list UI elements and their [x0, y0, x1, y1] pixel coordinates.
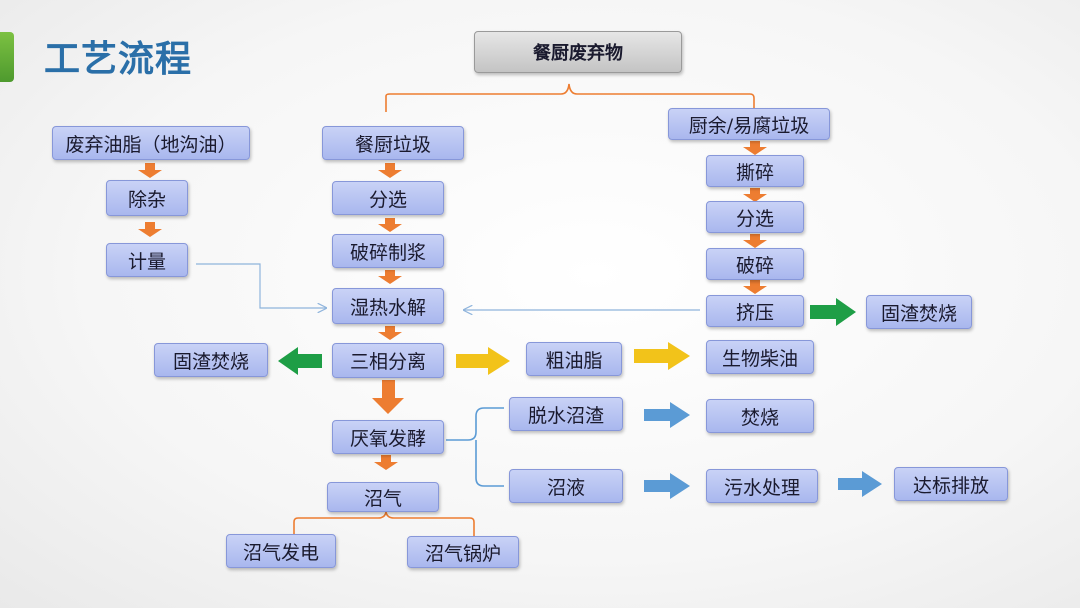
yellow-arrow-1: [456, 347, 510, 375]
metering-to-hydrolysis-line: [196, 263, 326, 308]
node-kitchen-waste: 餐厨垃圾: [322, 126, 464, 160]
node-crush-pulp: 破碎制浆: [332, 234, 444, 268]
accent-bar: [0, 32, 14, 82]
node-sort-left: 分选: [332, 181, 444, 215]
node-squeeze: 挤压: [706, 295, 804, 327]
node-biogas: 沼气: [327, 482, 439, 512]
down-arrow: [138, 141, 767, 470]
node-three-phase: 三相分离: [332, 343, 444, 378]
biogas-bracket: [293, 511, 475, 536]
node-sort-right: 分选: [706, 201, 804, 233]
node-digestate: 沼液: [509, 469, 623, 503]
blue-arrow-2: [644, 473, 690, 499]
node-sewage-treatment: 污水处理: [706, 469, 818, 503]
page-title: 工艺流程: [44, 39, 193, 80]
node-dewatered-residue: 脱水沼渣: [509, 397, 623, 431]
node-discharge: 达标排放: [894, 467, 1008, 501]
node-crude-oil: 粗油脂: [526, 342, 622, 376]
node-incineration: 焚烧: [706, 399, 814, 433]
node-residue-left: 固渣焚烧: [154, 343, 268, 377]
node-hydrolysis: 湿热水解: [332, 288, 444, 324]
node-biodiesel: 生物柴油: [706, 340, 814, 374]
node-food-residue: 厨余/易腐垃圾: [668, 108, 830, 140]
node-biogas-power: 沼气发电: [226, 534, 336, 568]
blue-arrow-1: [644, 402, 690, 428]
node-shred: 撕碎: [706, 155, 804, 187]
green-arrow-left: [278, 347, 322, 375]
node-crush-right: 破碎: [706, 248, 804, 280]
node-waste-oil: 废弃油脂（地沟油）: [52, 126, 250, 160]
node-anaerobic: 厌氧发酵: [332, 420, 444, 454]
node-residue-right: 固渣焚烧: [866, 295, 972, 329]
anaerobic-fork: [446, 407, 504, 487]
node-impurity-removal: 除杂: [106, 180, 188, 216]
blue-arrow-3: [838, 471, 882, 497]
node-food-waste: 餐厨废弃物: [474, 31, 682, 73]
node-metering: 计量: [106, 243, 188, 277]
yellow-arrow-2: [634, 342, 690, 370]
node-biogas-boiler: 沼气锅炉: [407, 536, 519, 568]
green-arrow-right: [810, 298, 856, 326]
